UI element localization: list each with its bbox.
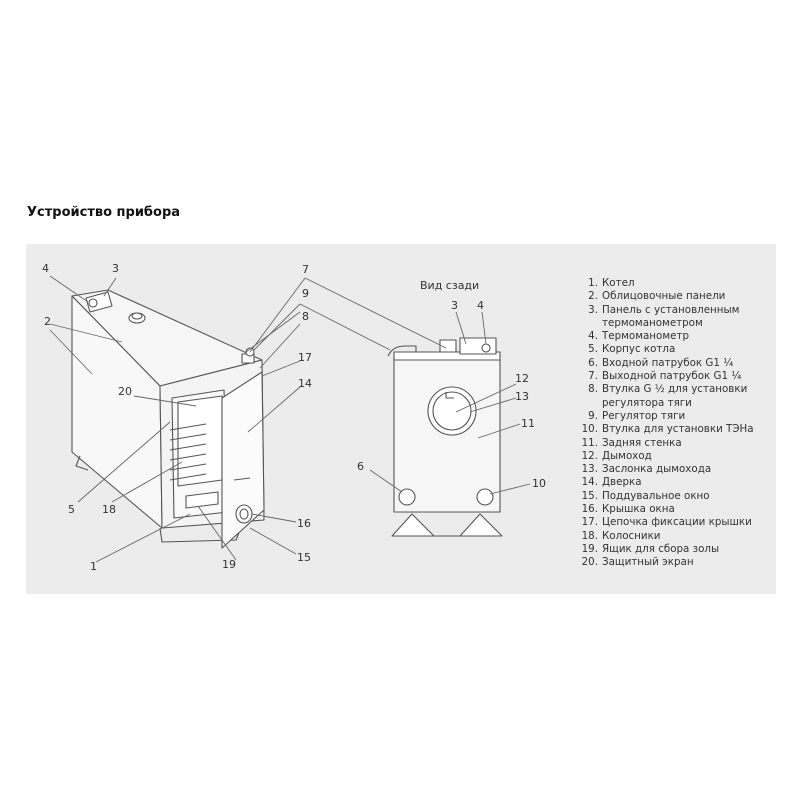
- page-title: Устройство прибора: [27, 205, 181, 220]
- callout-20: 20: [118, 385, 132, 398]
- ash-drawer: [185, 491, 219, 509]
- legend-item: 4.Термоманометр: [588, 330, 689, 343]
- rear-view: [387, 337, 503, 537]
- legend-item: 2.Облицовочные панели: [588, 290, 726, 303]
- legend-item: 5.Корпус котла: [588, 343, 676, 356]
- legend-item: 6.Входной патрубок G1 ¼: [588, 356, 734, 369]
- callout-rear-3: 3: [451, 299, 458, 312]
- callout-14: 14: [298, 377, 312, 390]
- protective-screen: [177, 395, 223, 487]
- callout-13: 13: [515, 390, 529, 403]
- legend-item: 8.Втулка G ½ для установки: [588, 383, 748, 396]
- legend-item: 14.Дверка: [581, 476, 642, 489]
- rear-panel-icon: [439, 339, 457, 353]
- inlet-pipe-icon: [398, 488, 416, 506]
- legend-item: 11.Задняя стенка: [581, 436, 682, 449]
- legend-item: 9.Регулятор тяги: [588, 409, 686, 422]
- damper-icon: [432, 391, 472, 431]
- callout-16: 16: [297, 517, 311, 530]
- legend-item: 1.Котел: [588, 277, 635, 289]
- legend-item: 17.Цепочка фиксации крышки: [581, 516, 752, 529]
- legend-item: 19.Ящик для сбора золы: [581, 542, 720, 555]
- callout-7: 7: [302, 263, 309, 276]
- callout-18: 18: [102, 503, 116, 516]
- callout-6: 6: [357, 460, 364, 473]
- legend-item: 3.Панель с установленным: [588, 303, 740, 316]
- legend-item: 16.Крышка окна: [581, 503, 675, 516]
- callout-10: 10: [532, 477, 546, 490]
- callout-8: 8: [302, 310, 309, 323]
- legend-item: 7.Выходной патрубок G1 ¼: [588, 370, 742, 383]
- legend-item: 10.Втулка для установки ТЭНа: [581, 423, 754, 436]
- heater-bushing-icon: [476, 488, 494, 506]
- legend-item: 12.Дымоход: [581, 449, 652, 462]
- door: [221, 371, 265, 549]
- legend-item: 13.Заслонка дымохода: [581, 463, 712, 476]
- legend-item: 15.Поддувальное окно: [581, 489, 710, 502]
- callout-rear-4: 4: [477, 299, 484, 312]
- callout-3: 3: [112, 262, 119, 275]
- legend-item: регулятора тяги: [602, 396, 692, 409]
- callout-17: 17: [298, 351, 312, 364]
- leader-lines: [49, 275, 531, 563]
- callout-9: 9: [302, 287, 309, 300]
- parts-legend: 1.Котел 2.Облицовочные панели 3.Панель с…: [578, 277, 778, 570]
- callout-19: 19: [222, 558, 236, 571]
- callout-12: 12: [515, 372, 529, 385]
- thermomanometer-icon: [88, 298, 98, 308]
- legend-item: 18.Колосники: [581, 529, 661, 542]
- grate-bars: [169, 423, 207, 481]
- callout-1: 1: [90, 560, 97, 573]
- callout-5: 5: [68, 503, 75, 516]
- rear-gauge-icon: [481, 343, 491, 353]
- legend-item: термоманометром: [602, 316, 703, 329]
- rear-view-label: Вид сзади: [420, 279, 479, 292]
- callout-11: 11: [521, 417, 535, 430]
- callout-15: 15: [297, 551, 311, 564]
- legend-item: 20.Защитный экран: [581, 556, 694, 569]
- callout-4: 4: [42, 262, 49, 275]
- callout-2: 2: [44, 315, 51, 328]
